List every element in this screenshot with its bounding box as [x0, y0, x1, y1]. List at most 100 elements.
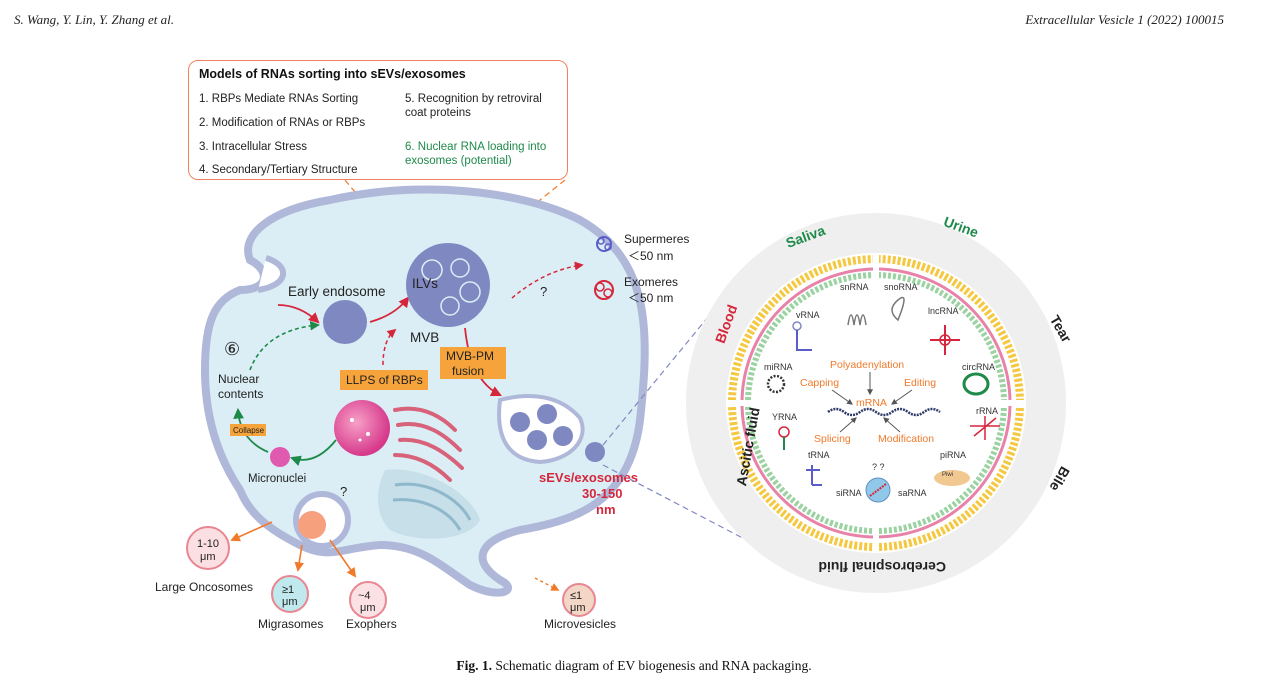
- endocytosis-arrow: [277, 304, 320, 324]
- trna-icon: [806, 465, 822, 486]
- microvesicle-unit: μm: [570, 602, 586, 614]
- sev: [537, 404, 557, 424]
- fluid-csf: Cerebrospinal fluid: [818, 559, 946, 575]
- nucleus-dot: [366, 432, 370, 436]
- endoplasmic-reticulum: [393, 406, 464, 482]
- model-item-5: 5. Recognition by retroviral coat protei…: [405, 93, 542, 119]
- nuclear-loading-arrow: [249, 320, 320, 371]
- exopher-arrow: [329, 539, 357, 578]
- sev: [527, 430, 547, 450]
- mrna-strand: [827, 407, 941, 417]
- supermeres-label: Supermeres: [624, 232, 689, 246]
- rna-rrna: rRNA: [976, 406, 998, 416]
- running-header-journal: Extracellular Vesicle 1 (2022) 100015: [1025, 12, 1224, 27]
- micronucleus: [270, 447, 290, 467]
- mvb-pm-fusion-label-2: fusion: [452, 364, 484, 378]
- migrasomes-label: Migrasomes: [258, 617, 323, 631]
- yrna-icon: [778, 426, 790, 450]
- sirna-duplex: [869, 483, 887, 497]
- large-oncosome-size: 1-10: [197, 538, 219, 550]
- mirna-icon: [766, 374, 786, 394]
- exopher: [349, 581, 387, 619]
- modification-arrow: [883, 417, 901, 433]
- collapse-label: Collapse: [233, 426, 265, 435]
- nuclear-contents-label-2: contents: [218, 387, 263, 401]
- rna-snorna: snoRNA: [884, 282, 918, 292]
- rrna-icon: [970, 416, 1000, 440]
- capping-label: Capping: [800, 377, 839, 389]
- endosome-to-mvb-arrow: [369, 296, 410, 323]
- model-item-4: 4. Secondary/Tertiary Structure: [199, 164, 358, 176]
- rna-snrna: snRNA: [840, 282, 869, 292]
- snrna-icon: [847, 314, 867, 326]
- editing-label: Editing: [904, 377, 936, 389]
- sevs-unit: nm: [596, 502, 616, 517]
- sev-released: [585, 442, 605, 462]
- splicing-arrow: [839, 417, 857, 433]
- lncrna-icon: [930, 325, 960, 355]
- migrasome-size: ≥1: [282, 584, 294, 596]
- ilv: [459, 281, 481, 303]
- nucleus: [334, 400, 390, 456]
- secretion-question: ?: [540, 284, 547, 299]
- ilv: [440, 296, 460, 316]
- rna-vrna: vRNA: [796, 310, 820, 320]
- exomere-icon: [594, 280, 614, 300]
- large-oncosomes-label: Large Oncosomes: [155, 580, 253, 594]
- rna-lncrna: lncRNA: [928, 306, 959, 316]
- caption-label: Fig. 1.: [456, 658, 493, 673]
- editing-arrow: [891, 389, 913, 405]
- sevs-size: 30-150: [582, 486, 622, 501]
- ilvs-label: ILVs: [412, 276, 438, 291]
- rna-circrna: circRNA: [962, 362, 995, 372]
- exopher-unit: μm: [360, 602, 376, 614]
- exophers-label: Exophers: [346, 617, 397, 631]
- golgi-question: ?: [340, 484, 347, 499]
- sevs-title: sEVs/exosomes: [539, 470, 638, 485]
- supermeres-size: ＜50 nm: [628, 249, 673, 263]
- sev: [510, 412, 530, 432]
- nucleus-dot: [358, 438, 362, 442]
- llps-label: LLPS of RBPs: [346, 373, 423, 387]
- circrna-icon: [962, 372, 990, 396]
- microvesicle: [562, 583, 596, 617]
- model-item-1: 1. RBPs Mediate RNAs Sorting: [199, 93, 359, 105]
- llps-box: [340, 370, 428, 390]
- microvesicle-arrow: [534, 577, 560, 591]
- early-endosome: [323, 300, 367, 344]
- vesicle-core: [756, 283, 996, 523]
- running-header-authors: S. Wang, Y. Lin, Y. Zhang et al.: [14, 12, 175, 27]
- exomeres-size: ＜50 nm: [628, 291, 673, 305]
- splicing-label: Splicing: [814, 433, 851, 445]
- microvesicle-size: ≤1: [570, 590, 582, 602]
- large-oncosome: [186, 526, 230, 570]
- mvb: [406, 243, 490, 327]
- endocytic-pit: [257, 255, 287, 293]
- budding-vesicle: [298, 511, 326, 539]
- mvb-pm-fusion-label-1: MVB-PM: [446, 349, 494, 363]
- micronuclei-label: Micronuclei: [248, 473, 306, 485]
- caption-text: Schematic diagram of EV biogenesis and R…: [495, 658, 812, 673]
- models-box: Models of RNAs sorting into sEVs/exosome…: [188, 60, 568, 180]
- large-oncosome-unit: μm: [200, 551, 216, 563]
- microvesicles-label: Microvesicles: [544, 617, 616, 631]
- piwi-label: Piwi: [942, 472, 953, 478]
- rna-sirna: siRNA: [836, 488, 862, 498]
- rna-trna: tRNA: [808, 450, 830, 460]
- ilv: [421, 259, 443, 281]
- model-item-3: 3. Intracellular Stress: [199, 141, 308, 153]
- mvb-label: MVB: [410, 330, 439, 345]
- collapse-box: [230, 424, 266, 436]
- exomeres-label: Exomeres: [624, 275, 678, 289]
- model-item-6: 6. Nuclear RNA loading into exosomes (po…: [405, 141, 547, 167]
- polyadenylation-label: Polyadenylation: [830, 359, 904, 371]
- nuclear-contents-label-1: Nuclear: [218, 372, 259, 386]
- snorna-icon: [891, 296, 905, 322]
- piwi-protein-icon: [934, 470, 970, 486]
- modification-label: Modification: [878, 433, 934, 445]
- capping-arrow: [831, 389, 853, 405]
- micronucleation-arrow: [289, 439, 337, 466]
- rna-pirna: piRNA: [940, 450, 966, 460]
- migrasome: [271, 575, 309, 613]
- rna-unknown-marks: ? ?: [872, 462, 885, 472]
